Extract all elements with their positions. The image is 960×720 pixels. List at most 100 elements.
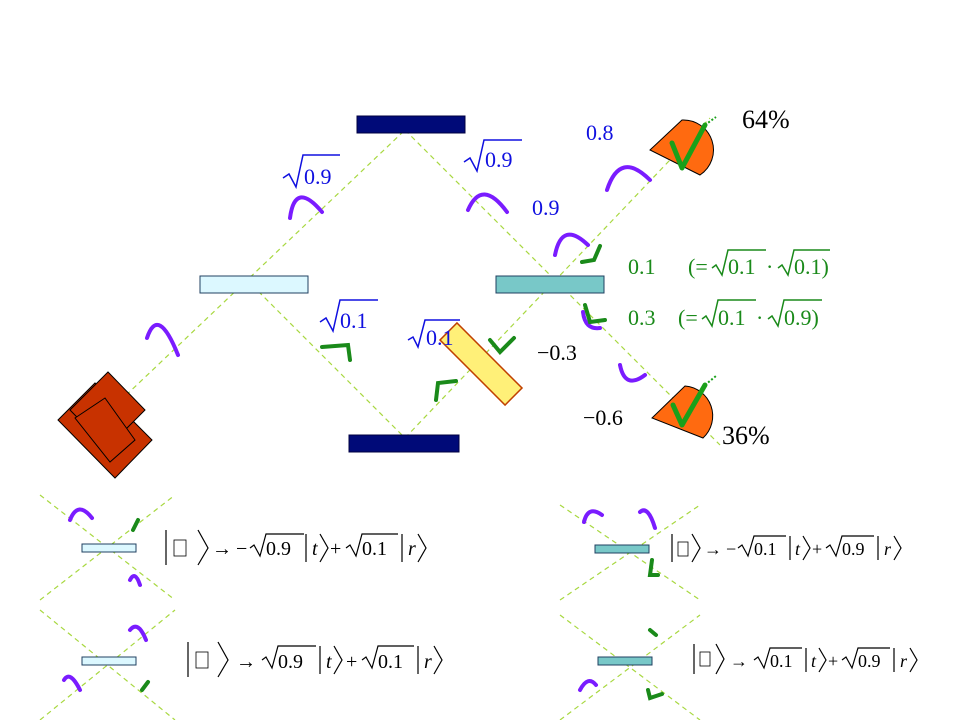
check-icon-bottom xyxy=(670,382,708,428)
wave-icon-13 xyxy=(62,674,82,692)
wave-icon-12 xyxy=(128,624,148,642)
amplitude-labels: 0.9 0.9 0.1 0.1 0.8 0.9 xyxy=(282,120,614,350)
beam-top-mirror-to-detector xyxy=(404,129,721,446)
amp-lower-left: 0.1 xyxy=(340,308,368,333)
eq-coef-2: 0.1 xyxy=(378,651,403,673)
amp-mid-2-dot: · xyxy=(756,305,763,330)
amp-mid-2-a: (= xyxy=(678,305,698,330)
amp-mid-1-b: 0.1 xyxy=(728,254,756,279)
eq-coef-1: 0.1 xyxy=(770,651,793,671)
equation-top-left: → − 0.9 t + 0.1 r xyxy=(165,529,427,566)
wave-icon-g2 xyxy=(434,379,458,402)
eq-plus: + xyxy=(346,651,357,673)
legend-splitter-teal-1 xyxy=(594,544,650,554)
eq-arrow: → xyxy=(212,538,232,560)
wave-icon-7 xyxy=(618,363,647,383)
wave-icon-1 xyxy=(145,323,180,357)
eq-arrow: → xyxy=(730,651,748,671)
sqrt-label-upper-right: 0.9 xyxy=(463,139,522,174)
amp-mid-2-b: 0.1 xyxy=(718,305,746,330)
eq-r: r xyxy=(884,539,892,559)
eq-arrow: → xyxy=(236,651,256,673)
wave-icon-4 xyxy=(553,232,590,257)
equation-top-right: → − 0.1 t + 0.9 r xyxy=(671,533,902,563)
detector-bottom xyxy=(651,385,714,439)
wave-icon-g9 xyxy=(140,680,150,692)
equation-bottom-left: → 0.9 t + 0.1 r xyxy=(187,641,443,678)
wave-packets-green xyxy=(131,244,664,701)
wave-icon-g1 xyxy=(320,342,352,362)
eq-plus: + xyxy=(330,538,341,560)
wave-icon-9 xyxy=(128,574,142,587)
wave-icon-11 xyxy=(638,508,657,530)
amp-out-upper-in: 0.9 xyxy=(532,195,560,220)
wave-icon-5 xyxy=(605,165,652,192)
wave-icon-g3 xyxy=(488,336,516,355)
eq-coef-1: 0.9 xyxy=(278,651,303,673)
sqrt-label-upper-left: 0.9 xyxy=(282,154,340,190)
green-amplitudes: 0.1 (= 0.1 · 0.1) 0.3 (= 0.1 · 0.9) xyxy=(628,249,830,330)
wave-icon-g6 xyxy=(131,518,140,532)
amp-upper-right: 0.9 xyxy=(485,147,513,172)
amp-mid-2: 0.3 xyxy=(628,305,656,330)
eq-t: t xyxy=(795,539,801,559)
amp-neg-03: −0.3 xyxy=(537,340,577,365)
top-mirror xyxy=(356,115,466,134)
black-labels: −0.3 −0.6 64% 36% xyxy=(537,105,790,450)
eq-plus: + xyxy=(812,539,822,559)
eq-arrow: → xyxy=(704,539,722,559)
eq-t: t xyxy=(326,651,332,673)
beam-laser-to-top-mirror xyxy=(99,129,406,421)
eq-coef-2: 0.9 xyxy=(842,539,865,559)
eq-coef-2: 0.1 xyxy=(362,538,387,560)
laser-source xyxy=(57,371,153,479)
eq-coef-1: 0.9 xyxy=(266,538,291,560)
beam-splitter-to-bottom-mirror xyxy=(251,284,406,439)
bottom-mirror xyxy=(348,434,460,453)
wave-packets-purple xyxy=(62,165,657,692)
wave-icon-g10 xyxy=(646,688,664,701)
eq-plus: + xyxy=(828,651,838,671)
wave-icon-2 xyxy=(288,195,324,220)
wave-icon-g8 xyxy=(648,628,658,637)
wave-icon-8 xyxy=(68,507,94,522)
wave-icon-g7 xyxy=(647,558,660,577)
wave-icon-g4 xyxy=(580,244,602,264)
wave-icon-10 xyxy=(582,509,604,524)
amp-upper-left: 0.9 xyxy=(304,164,332,189)
eq-coef-1: 0.1 xyxy=(754,539,777,559)
legend-beam-c2 xyxy=(39,609,176,720)
equation-bottom-right: → 0.1 t + 0.9 r xyxy=(693,643,918,675)
amp-neg-06: −0.6 xyxy=(583,405,623,430)
eq-r: r xyxy=(408,538,416,560)
eq-r: r xyxy=(900,651,908,671)
beam-splitter-right xyxy=(495,275,605,294)
legend-splitter-light-2 xyxy=(81,656,137,666)
wave-icon-14 xyxy=(578,679,598,692)
eq-minus: − xyxy=(236,538,247,560)
amp-mid-1-a: (= xyxy=(688,254,708,279)
legend-beam-d1 xyxy=(559,614,701,720)
phase-plate xyxy=(438,321,524,407)
probability-bottom: 36% xyxy=(722,421,770,450)
legend-splitter-light-1 xyxy=(81,543,137,553)
amp-mid-1: 0.1 xyxy=(628,254,656,279)
wave-icon-3 xyxy=(466,192,509,214)
sqrt-label-lower-right: 0.1 xyxy=(407,319,460,350)
legend-splitter-teal-2 xyxy=(597,656,653,666)
eq-coef-2: 0.9 xyxy=(858,651,881,671)
eq-t: t xyxy=(312,538,318,560)
amp-mid-2-c: 0.9) xyxy=(784,305,819,330)
check-icon-top xyxy=(669,122,708,171)
legend-beam-d2 xyxy=(559,614,701,720)
amp-out-upper: 0.8 xyxy=(586,120,614,145)
sqrt-label-lower-left: 0.1 xyxy=(319,299,378,334)
legend-beam-c1 xyxy=(39,609,176,720)
beam-splitter-left xyxy=(199,275,309,294)
eq-minus: − xyxy=(726,539,736,559)
eq-t: t xyxy=(811,651,817,671)
amp-mid-1-c: 0.1) xyxy=(794,254,829,279)
amp-mid-1-dot: · xyxy=(766,254,773,279)
